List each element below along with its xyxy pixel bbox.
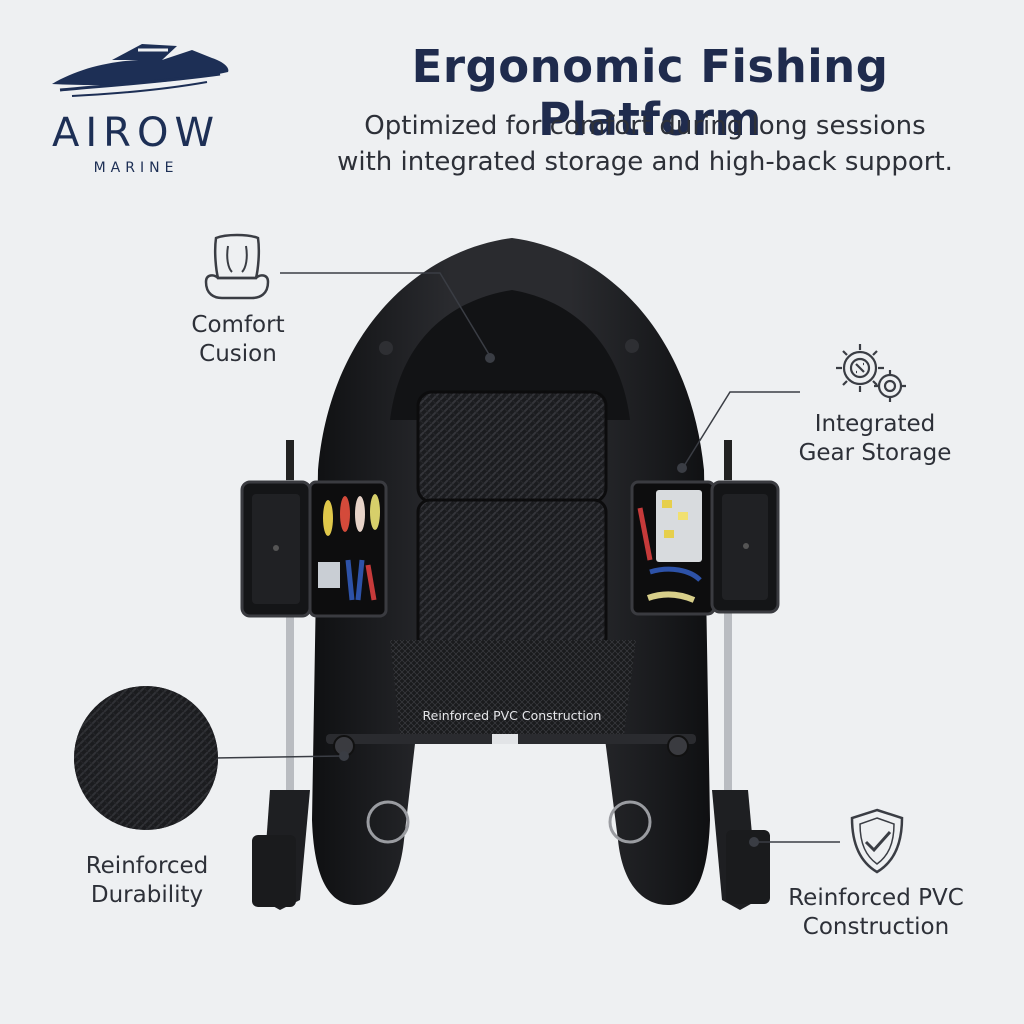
page-subtitle: Optimized for comfort during long sessio…: [290, 108, 1000, 180]
seat-cushion: [416, 498, 608, 652]
brand-sub: MARINE: [93, 160, 179, 176]
fabric-texture-swatch: [74, 686, 218, 830]
callout-storage-line1: Integrated: [814, 411, 936, 437]
right-oar: [712, 440, 770, 910]
page-title: Ergonomic Fishing Platform: [411, 40, 889, 146]
subtitle-line-2: with integrated storage and high-back su…: [337, 147, 953, 177]
callout-comfort: Comfort Cusion: [168, 311, 308, 369]
callout-pvc-line2: Construction: [802, 914, 950, 940]
callout-storage: Integrated Gear Storage: [780, 410, 970, 468]
brand-logo: AIROW MARINE: [38, 36, 238, 176]
callout-comfort-line1: Comfort: [191, 312, 285, 338]
shield-check-icon: [850, 808, 904, 874]
gears-icon: [836, 344, 906, 402]
callout-durability-line2: Durability: [90, 882, 204, 908]
callout-comfort-line2: Cusion: [199, 341, 277, 367]
apron-label: Reinforced PVC Construction: [422, 708, 602, 723]
right-tackle-box: [630, 480, 780, 616]
callout-pvc: Reinforced PVC Construction: [770, 884, 982, 942]
leader-lines: [213, 272, 840, 843]
seat-backrest: [416, 390, 608, 504]
callout-durability-line1: Reinforced: [85, 853, 209, 879]
seat-cushion-icon: [204, 233, 270, 300]
left-oar: [252, 440, 310, 910]
left-tackle-box: [240, 480, 388, 618]
callout-durability: Reinforced Durability: [62, 852, 232, 910]
yacht-logo-icon: [52, 44, 229, 97]
callout-storage-line2: Gear Storage: [798, 440, 952, 466]
mesh-apron: [390, 640, 636, 735]
brand-name: AIROW: [52, 110, 220, 156]
subtitle-line-1: Optimized for comfort during long sessio…: [364, 111, 926, 141]
callout-pvc-line1: Reinforced PVC: [788, 885, 964, 911]
